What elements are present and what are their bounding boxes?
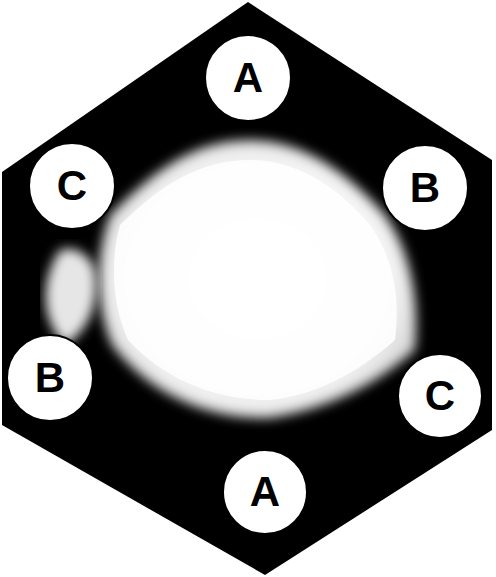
light-gap — [46, 249, 97, 345]
well-outline-circle — [29, 143, 115, 229]
well-circle: A — [204, 34, 292, 122]
well-outline-circle — [398, 354, 482, 438]
well-label: A — [250, 471, 280, 513]
well-circle: C — [397, 353, 483, 439]
well-label: A — [233, 57, 263, 99]
well-label: C — [57, 165, 87, 207]
well-label: C — [425, 375, 455, 417]
well-outline-circle — [205, 35, 291, 121]
well-label: B — [410, 167, 440, 209]
well-circle: C — [28, 142, 116, 230]
well-label: B — [35, 357, 65, 399]
central-zone-core — [114, 160, 397, 400]
well-circle: B — [6, 334, 94, 422]
well-circle: B — [381, 144, 469, 232]
well-circle: A — [222, 449, 308, 535]
well-outline-circle — [7, 335, 93, 421]
well-outline-circle — [382, 145, 468, 231]
central-zone — [99, 140, 416, 418]
well-outline-circle — [223, 450, 307, 534]
